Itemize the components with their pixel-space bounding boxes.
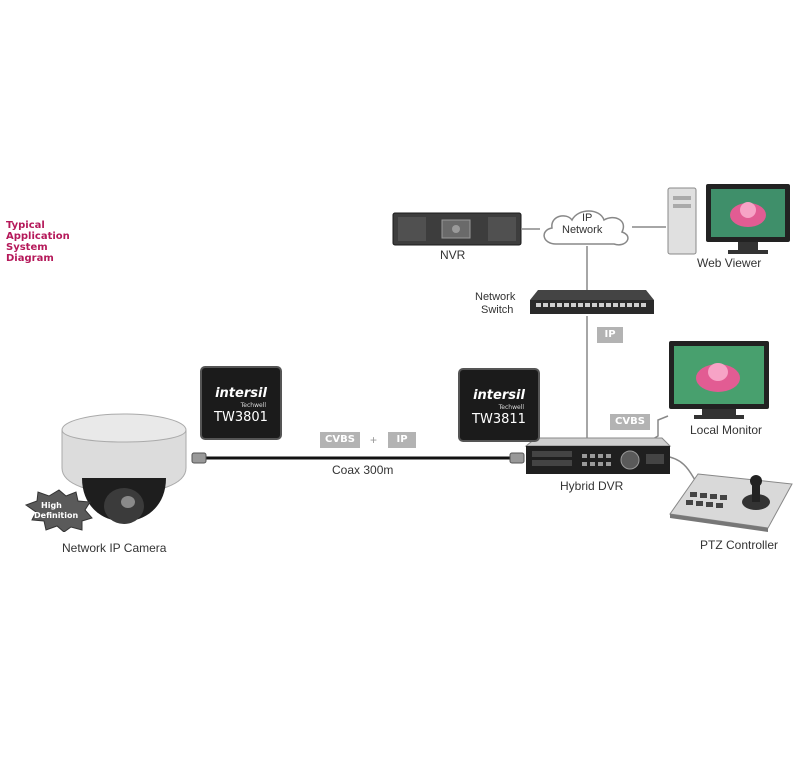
- coax-label: Coax 300m: [332, 463, 394, 477]
- ptz-controller-device: [669, 473, 793, 532]
- hybrid-dvr-device: [524, 437, 672, 474]
- high-definition-badge-icon: [24, 489, 93, 532]
- cvbs-coax-tag: CVBS: [320, 432, 360, 448]
- network-ip-camera-label: Network IP Camera: [62, 541, 167, 555]
- web-viewer-computer: [667, 184, 790, 255]
- network-switch-label-1: Network: [475, 291, 516, 303]
- title-line-2: Application: [6, 231, 70, 242]
- ip-coax-tag: IP: [388, 432, 416, 448]
- local-monitor-device: [669, 341, 769, 419]
- title-line-4: Diagram: [6, 253, 54, 264]
- chip-tw3811-model: TW3811: [472, 412, 526, 427]
- chip-tw3801-model: TW3801: [214, 410, 268, 425]
- high-definition-badge-line-1: High: [41, 501, 62, 510]
- nvr-label: NVR: [440, 248, 466, 262]
- ip-network-label-2: Network: [562, 224, 603, 236]
- bnc-connector-right: [509, 452, 525, 464]
- ip-network-cloud: [543, 210, 629, 246]
- network-ip-camera: [61, 413, 187, 524]
- network-switch-device: [530, 290, 654, 314]
- chip-tw3811: intersil Techwell TW3811: [460, 370, 538, 440]
- title-line-3: System: [6, 242, 48, 253]
- title-line-1: Typical: [6, 220, 45, 231]
- nvr-device: [392, 212, 522, 246]
- network-switch-label-2: Switch: [481, 304, 514, 316]
- chip-tw3811-sub: Techwell: [498, 404, 524, 411]
- hybrid-dvr-label: Hybrid DVR: [560, 479, 624, 493]
- bnc-connector-left: [191, 452, 207, 464]
- local-monitor-label: Local Monitor: [690, 423, 763, 437]
- high-definition-badge-line-2: Definition: [34, 511, 79, 520]
- cvbs-monitor-tag: CVBS: [610, 414, 650, 430]
- chip-tw3811-brand: intersil: [473, 388, 525, 403]
- ip-switch-tag: IP: [597, 327, 623, 343]
- plus-sign: +: [370, 433, 378, 447]
- diagram-title: Typical Application System Diagram: [6, 220, 86, 264]
- web-viewer-label: Web Viewer: [697, 256, 762, 270]
- chip-tw3801: intersil Techwell TW3801: [202, 368, 280, 438]
- ptz-controller-label: PTZ Controller: [700, 538, 779, 552]
- ip-network-label-1: IP: [582, 212, 593, 224]
- chip-tw3801-brand: intersil: [215, 386, 267, 401]
- chip-tw3801-sub: Techwell: [240, 402, 266, 409]
